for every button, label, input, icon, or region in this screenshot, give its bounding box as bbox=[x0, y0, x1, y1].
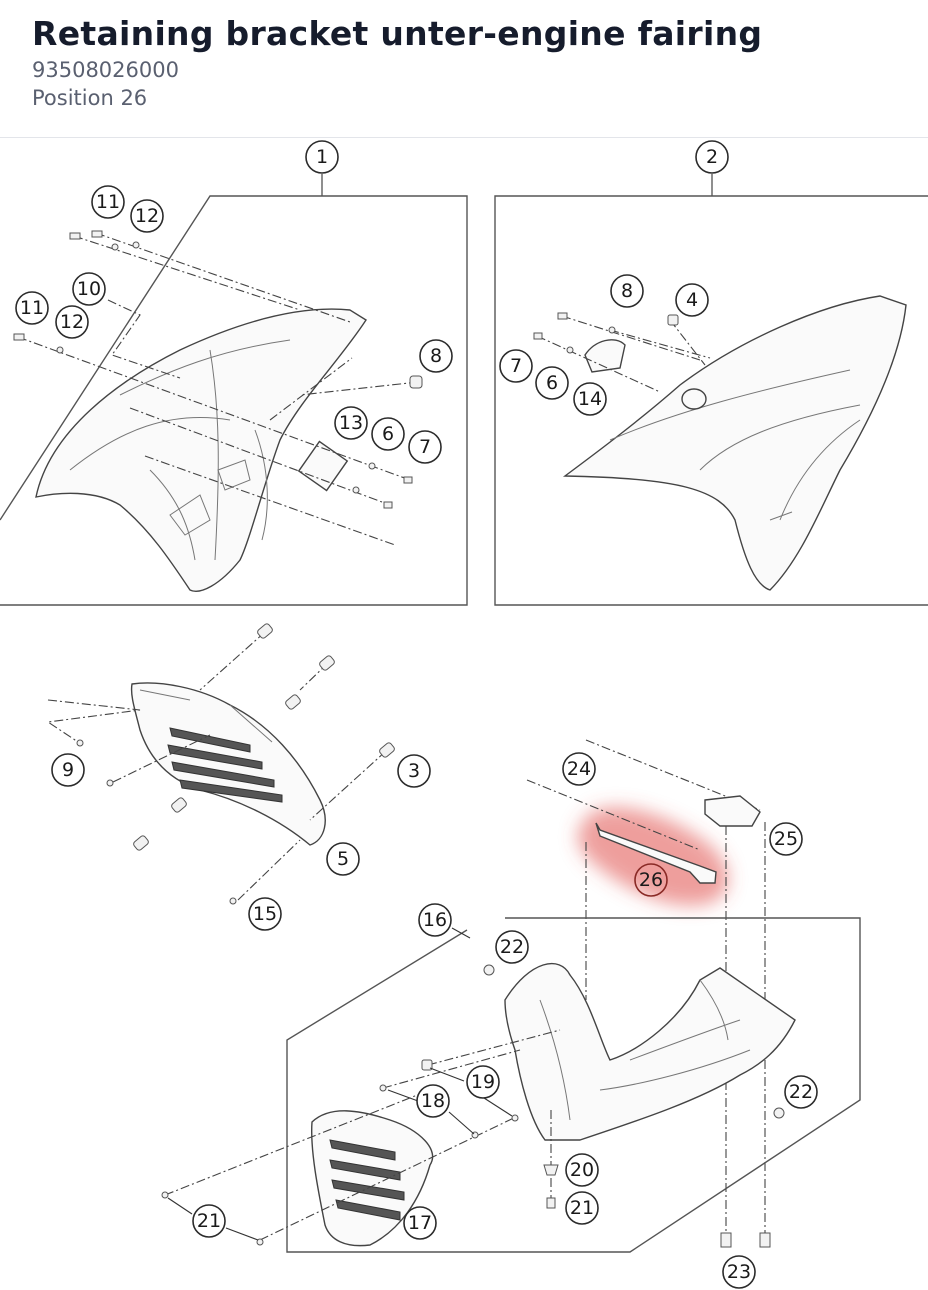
callout-19[interactable]: 19 bbox=[466, 1065, 500, 1099]
svg-text:6: 6 bbox=[382, 423, 394, 445]
svg-text:4: 4 bbox=[686, 289, 698, 311]
callout-7[interactable]: 7 bbox=[408, 430, 442, 464]
exploded-parts-diagram: 1 2 11 12 10 11 12 8 13 6 7 8 4 7 6 14 9… bbox=[0, 140, 928, 1289]
svg-text:12: 12 bbox=[135, 205, 159, 227]
callout-11[interactable]: 11 bbox=[91, 185, 125, 219]
callout-17[interactable]: 17 bbox=[403, 1206, 437, 1240]
svg-text:17: 17 bbox=[408, 1212, 432, 1234]
svg-text:8: 8 bbox=[621, 280, 633, 302]
svg-text:3: 3 bbox=[408, 760, 420, 782]
callout-5[interactable]: 5 bbox=[326, 842, 360, 876]
part-number: 93508026000 bbox=[32, 58, 179, 82]
callout-24[interactable]: 24 bbox=[562, 752, 596, 786]
callout-15[interactable]: 15 bbox=[248, 897, 282, 931]
svg-text:2: 2 bbox=[706, 146, 718, 168]
svg-text:22: 22 bbox=[500, 936, 524, 958]
callout-2[interactable]: 2 bbox=[695, 140, 729, 174]
svg-text:7: 7 bbox=[419, 436, 431, 458]
svg-text:19: 19 bbox=[471, 1071, 495, 1093]
svg-text:14: 14 bbox=[578, 388, 602, 410]
svg-text:13: 13 bbox=[339, 412, 363, 434]
svg-text:1: 1 bbox=[316, 146, 328, 168]
callout-22[interactable]: 22 bbox=[495, 930, 529, 964]
callout-12[interactable]: 12 bbox=[55, 305, 89, 339]
svg-text:25: 25 bbox=[774, 828, 798, 850]
callout-9[interactable]: 9 bbox=[51, 753, 85, 787]
group-retaining-bracket bbox=[526, 739, 766, 1235]
callout-6[interactable]: 6 bbox=[535, 366, 569, 400]
position-label: Position 26 bbox=[32, 86, 148, 110]
svg-text:23: 23 bbox=[727, 1261, 751, 1283]
svg-text:26: 26 bbox=[639, 869, 663, 891]
group-spoiler-left bbox=[46, 623, 395, 905]
svg-text:11: 11 bbox=[20, 297, 44, 319]
callout-3[interactable]: 3 bbox=[397, 754, 431, 788]
callout-13[interactable]: 13 bbox=[334, 406, 368, 440]
group-1-side-fairing-left bbox=[0, 174, 468, 606]
callout-6[interactable]: 6 bbox=[371, 417, 405, 451]
svg-text:11: 11 bbox=[96, 191, 120, 213]
callout-1[interactable]: 1 bbox=[305, 140, 339, 174]
svg-text:5: 5 bbox=[337, 848, 349, 870]
svg-text:15: 15 bbox=[253, 903, 277, 925]
callout-7[interactable]: 7 bbox=[499, 349, 533, 383]
svg-text:10: 10 bbox=[77, 278, 101, 300]
svg-text:6: 6 bbox=[546, 372, 558, 394]
callout-4[interactable]: 4 bbox=[675, 283, 709, 317]
svg-text:22: 22 bbox=[789, 1081, 813, 1103]
callout-26-selected[interactable]: 26 bbox=[634, 863, 668, 897]
callout-25[interactable]: 25 bbox=[769, 822, 803, 856]
svg-text:12: 12 bbox=[60, 311, 84, 333]
group-16-underengine-fairing bbox=[161, 917, 861, 1253]
svg-text:21: 21 bbox=[570, 1197, 594, 1219]
callout-8[interactable]: 8 bbox=[610, 274, 644, 308]
svg-text:7: 7 bbox=[510, 355, 522, 377]
svg-text:18: 18 bbox=[421, 1090, 445, 1112]
page-title: Retaining bracket unter-engine fairing bbox=[32, 14, 763, 53]
page-header: Retaining bracket unter-engine fairing 9… bbox=[0, 0, 928, 138]
svg-text:9: 9 bbox=[62, 759, 74, 781]
callout-16[interactable]: 16 bbox=[418, 903, 452, 937]
callout-12[interactable]: 12 bbox=[130, 199, 164, 233]
callout-23[interactable]: 23 bbox=[722, 1255, 756, 1289]
callout-14[interactable]: 14 bbox=[573, 382, 607, 416]
svg-text:20: 20 bbox=[570, 1159, 594, 1181]
callout-21[interactable]: 21 bbox=[565, 1191, 599, 1225]
callout-11[interactable]: 11 bbox=[15, 291, 49, 325]
callout-21[interactable]: 21 bbox=[192, 1204, 226, 1238]
callout-10[interactable]: 10 bbox=[72, 272, 106, 306]
svg-text:21: 21 bbox=[197, 1210, 221, 1232]
callout-22[interactable]: 22 bbox=[784, 1075, 818, 1109]
svg-text:8: 8 bbox=[430, 345, 442, 367]
svg-text:16: 16 bbox=[423, 909, 447, 931]
group-2-side-fairing-right bbox=[494, 174, 928, 606]
callout-20[interactable]: 20 bbox=[565, 1153, 599, 1187]
callout-18[interactable]: 18 bbox=[416, 1084, 450, 1118]
svg-text:24: 24 bbox=[567, 758, 591, 780]
callout-8[interactable]: 8 bbox=[419, 339, 453, 373]
